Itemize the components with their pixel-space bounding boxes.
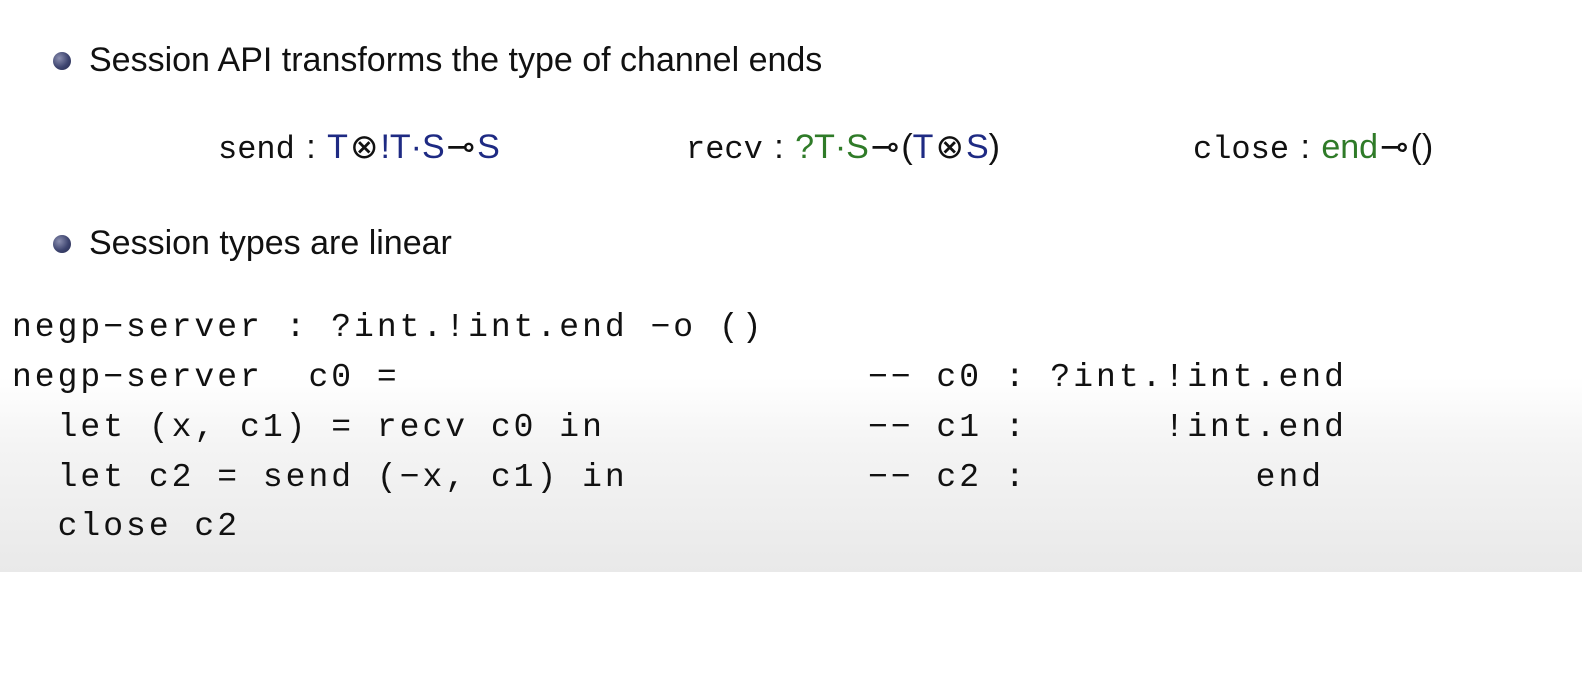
lollipop-symbol: ⊸ <box>446 128 476 166</box>
code-text: negp−server c0 = <box>12 359 400 396</box>
type-part: end <box>1321 128 1379 166</box>
code-line: close c2 <box>12 503 1572 551</box>
colon-symbol: : <box>1291 128 1320 166</box>
code-text: close c2 <box>12 508 241 545</box>
bullet-icon <box>53 52 71 70</box>
code-text: let (x, c1) = recv c0 in <box>12 409 605 446</box>
code-block: negp−server : ?int.!int.end −o () negp−s… <box>12 304 1572 554</box>
lollipop-symbol: ⊸ <box>1380 128 1409 166</box>
send-type-signature: send : T⊗!T·S⊸S <box>218 130 500 166</box>
recv-function-name: recv <box>686 131 763 168</box>
type-part: ?T·S <box>795 128 869 166</box>
recv-type-signature: recv : ?T·S⊸(T⊗S) <box>686 130 1000 166</box>
type-part: S <box>477 128 500 166</box>
close-function-name: close <box>1193 131 1290 168</box>
paren-symbol: ( <box>901 128 913 166</box>
code-line: let (x, c1) = recv c0 in −− c1 : !int.en… <box>12 404 1572 452</box>
code-comment: −− c0 : ?int.!int.end <box>868 359 1347 396</box>
bullet-text: Session types are linear <box>89 224 452 262</box>
bullet-icon <box>53 235 71 253</box>
code-comment: −− c1 : !int.end <box>868 409 1347 446</box>
bullet-item: Session types are linear <box>53 226 452 260</box>
colon-symbol: : <box>296 128 326 166</box>
type-part: S <box>965 128 989 166</box>
code-text: negp−server : ?int.!int.end −o () <box>12 309 765 346</box>
type-part: !T·S <box>380 128 445 166</box>
send-function-name: send <box>218 131 295 168</box>
code-text: let c2 = send (−x, c1) in <box>12 459 628 496</box>
colon-symbol: : <box>764 128 794 166</box>
lollipop-symbol: ⊸ <box>870 128 900 166</box>
type-part: T <box>327 128 348 166</box>
close-type-signature: close : end⊸() <box>1193 130 1433 166</box>
session-api-types: send : T⊗!T·S⊸S recv : ?T·S⊸(T⊗S) close … <box>0 130 1582 180</box>
code-line: negp−server : ?int.!int.end −o () <box>12 304 1572 352</box>
bullet-text: Session API transforms the type of chann… <box>89 41 823 79</box>
code-line: negp−server c0 = −− c0 : ?int.!int.end <box>12 354 1572 402</box>
code-comment: −− c2 : end <box>868 459 1325 496</box>
tensor-symbol: ⊗ <box>349 128 379 166</box>
code-line: let c2 = send (−x, c1) in −− c2 : end <box>12 454 1572 502</box>
lecture-slide: Session API transforms the type of chann… <box>0 43 1582 554</box>
type-part: T <box>912 128 934 166</box>
unit-type: () <box>1410 128 1434 166</box>
bullet-item: Session API transforms the type of chann… <box>53 43 822 77</box>
tensor-symbol: ⊗ <box>935 128 964 166</box>
paren-symbol: ) <box>988 128 1000 166</box>
